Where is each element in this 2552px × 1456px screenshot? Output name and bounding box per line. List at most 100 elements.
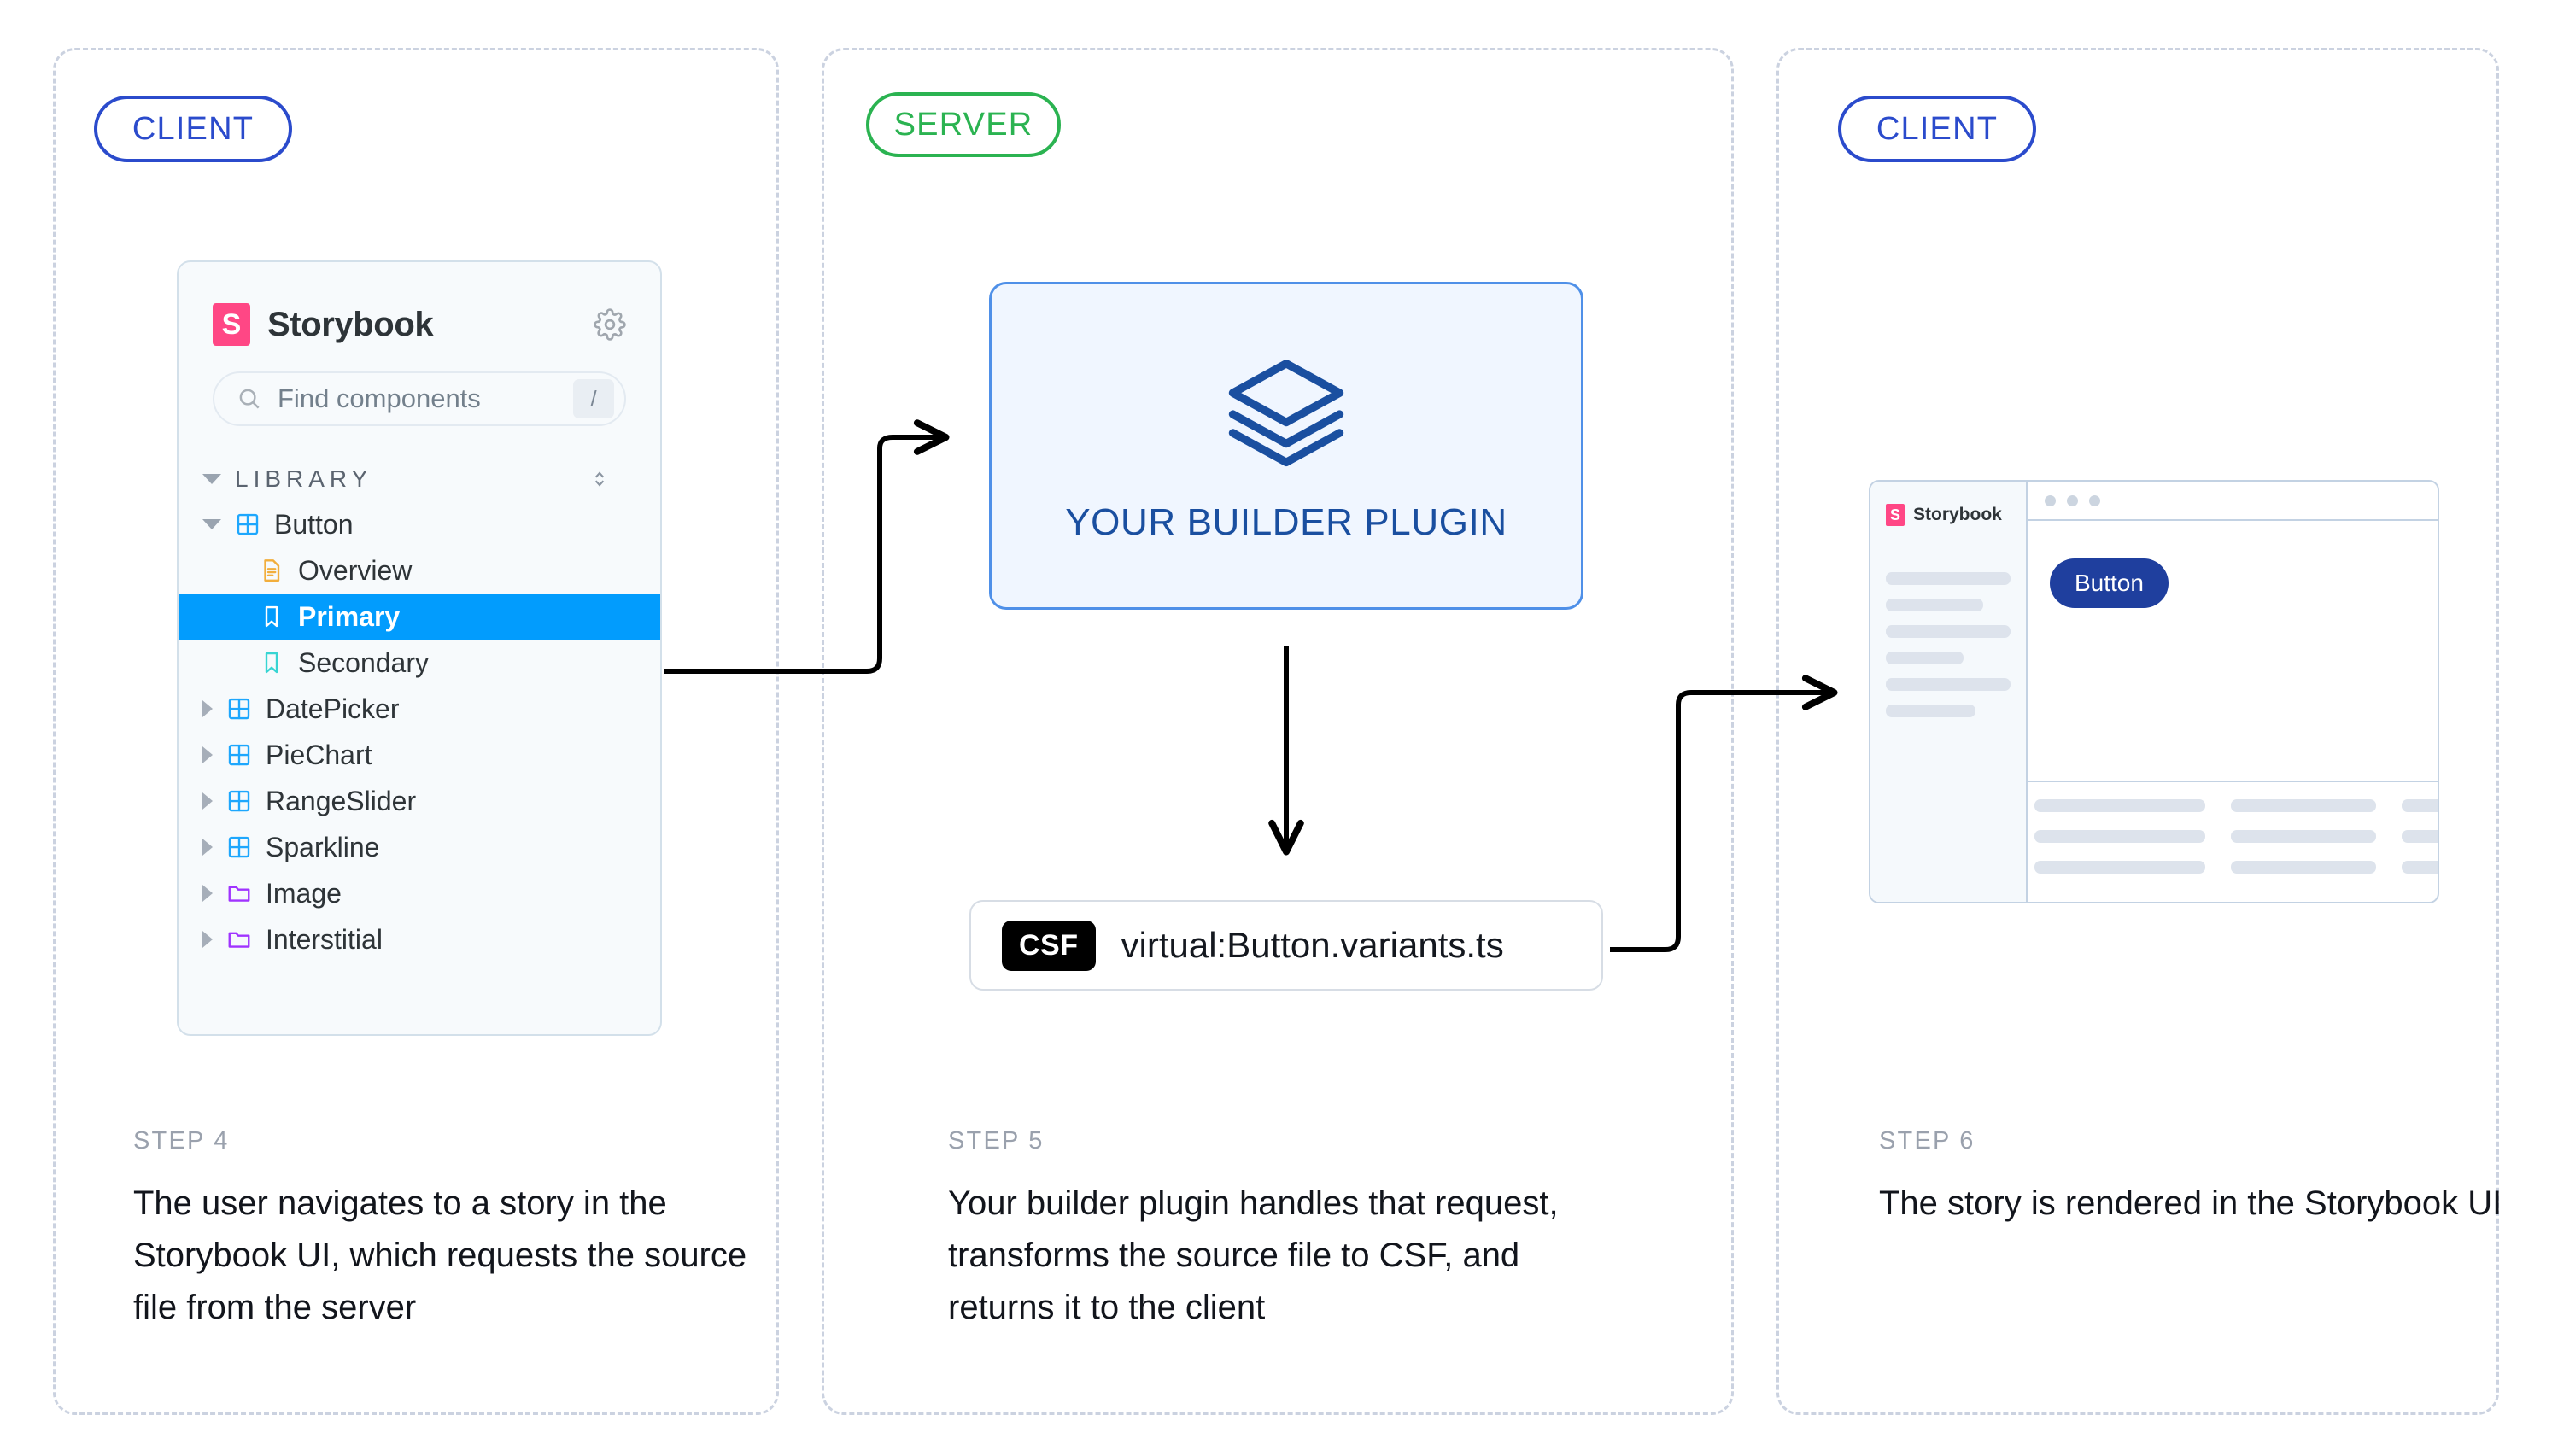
tree-item-sparkline[interactable]: Sparkline [179,824,660,870]
story-icon [259,604,284,629]
step-caption-5: STEP 5 Your builder plugin handles that … [948,1127,1597,1333]
skeleton-bar [2231,861,2376,874]
tree-item-label: RangeSlider [266,785,417,816]
caret-right-icon[interactable] [202,839,213,856]
tree-item-overview[interactable]: Overview [179,547,660,594]
csf-badge: CSF [1002,920,1096,971]
tree-item-label: Primary [298,600,401,632]
tree-item-primary[interactable]: Primary [179,594,660,640]
search-input[interactable]: Find components / [213,371,626,426]
tree-item-label: Secondary [298,646,429,678]
tree-item-label: Button [274,508,354,540]
caret-down-icon[interactable] [202,519,221,529]
badge-client-right: CLIENT [1838,96,2036,162]
tree-item-datepicker[interactable]: DatePicker [179,686,660,732]
args-column [2231,799,2376,902]
args-column [2034,799,2205,902]
preview-toolbar [2028,482,2438,521]
preview-brand: Storybook [1886,504,2011,526]
search-icon [239,389,260,409]
tree-item-label: PieChart [266,739,372,770]
skeleton-bar [1886,572,2011,585]
layers-icon [1228,360,1344,467]
builder-plugin-card: YOUR BUILDER PLUGIN [989,282,1583,610]
tree-item-image[interactable]: Image [179,870,660,916]
badge-client-left: CLIENT [94,96,292,162]
caret-right-icon[interactable] [202,885,213,902]
step-kicker: STEP 6 [1879,1127,1975,1155]
skeleton-bar [2402,861,2438,874]
step-body: The user navigates to a story in the Sto… [133,1184,747,1326]
skeleton-bar [2231,799,2376,812]
story-icon [259,650,284,675]
tree-item-piechart[interactable]: PieChart [179,732,660,778]
storybook-logo-icon [1886,504,1905,526]
step-kicker: STEP 4 [133,1127,230,1155]
preview-brand-label: Storybook [1913,505,2002,524]
sidebar-section-library[interactable]: LIBRARY [202,465,626,493]
skeleton-bar [2034,830,2205,843]
gear-icon[interactable] [594,308,626,341]
component-icon [235,512,260,537]
tree-item-secondary[interactable]: Secondary [179,640,660,686]
window-dot [2067,494,2078,506]
badge-label: CLIENT [1876,110,1999,147]
component-icon [226,696,252,722]
args-column [2402,799,2438,902]
skeleton-bar [1886,625,2011,638]
sidebar-section-label: LIBRARY [235,465,373,492]
builder-plugin-label: YOUR BUILDER PLUGIN [1065,501,1507,543]
component-icon [226,788,252,814]
badge-label: CLIENT [132,110,255,147]
caret-right-icon[interactable] [202,931,213,948]
tree-item-label: Overview [298,554,413,586]
preview-button[interactable]: Button [2050,558,2169,608]
chevron-up-down-icon[interactable] [588,468,611,490]
sidebar-brand-label: Storybook [267,305,434,343]
csf-file-chip: CSF virtual:Button.variants.ts [969,900,1603,991]
step-body: The story is rendered in the Storybook U… [1879,1184,2502,1222]
folder-icon [226,927,252,952]
tree-item-rangeslider[interactable]: RangeSlider [179,778,660,824]
step-caption-4: STEP 4 The user navigates to a story in … [133,1127,782,1333]
skeleton-bar [1886,678,2011,691]
step-body: Your builder plugin handles that request… [948,1184,1559,1326]
badge-label: SERVER [893,106,1033,143]
caret-right-icon[interactable] [202,746,213,763]
tree-item-button[interactable]: Button [179,501,660,547]
step-caption-6: STEP 6 The story is rendered in the Stor… [1879,1127,2528,1230]
skeleton-bar [1886,599,1983,611]
storybook-preview-window: Storybook Button [1869,480,2439,903]
caret-right-icon[interactable] [202,792,213,810]
preview-canvas: Button [2028,521,2438,781]
skeleton-bar [2402,830,2438,843]
tree-item-label: Image [266,877,342,909]
tree-item-label: Interstitial [266,923,383,955]
panel-client-left [53,48,779,1415]
search-placeholder: Find components [278,383,481,413]
step-kicker: STEP 5 [948,1127,1045,1155]
document-icon [259,558,284,583]
skeleton-bar [1886,705,1976,717]
skeleton-bar [2402,799,2438,812]
caret-right-icon[interactable] [202,700,213,717]
caret-down-icon [202,474,221,484]
window-dot [2045,494,2056,506]
storybook-sidebar-card: Storybook Find components / LIBRARY Butt… [177,260,662,1036]
component-icon [226,834,252,860]
skeleton-bar [2231,830,2376,843]
tree-item-interstitial[interactable]: Interstitial [179,916,660,962]
preview-sidebar-skeleton [1886,572,2011,717]
window-dot [2089,494,2100,506]
badge-server: SERVER [866,92,1061,157]
skeleton-bar [2034,861,2205,874]
preview-main: Button [2028,482,2438,902]
skeleton-bar [1886,652,1964,664]
storybook-logo-icon [213,303,250,346]
sidebar-brand: Storybook [179,262,660,346]
tree-item-label: Sparkline [266,831,380,862]
preview-sidebar: Storybook [1870,482,2028,902]
csf-file-path: virtual:Button.variants.ts [1121,925,1504,965]
